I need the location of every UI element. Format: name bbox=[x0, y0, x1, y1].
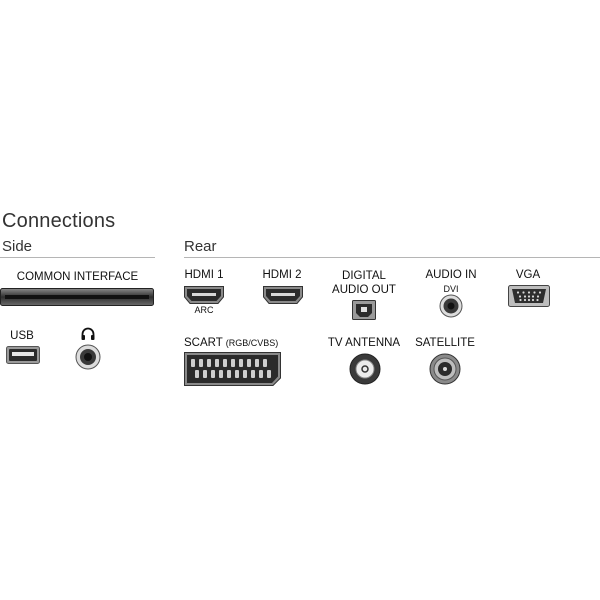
page-title: Connections bbox=[2, 210, 116, 232]
common-interface-slot bbox=[0, 288, 154, 306]
digital-audio-out-label: DIGITAL AUDIO OUT bbox=[325, 269, 403, 297]
headphone-jack bbox=[75, 344, 101, 370]
satellite-label: SATELLITE bbox=[415, 337, 475, 349]
common-interface-label: COMMON INTERFACE bbox=[16, 271, 139, 283]
headphones-icon bbox=[80, 326, 96, 347]
side-section-heading: Side bbox=[2, 238, 33, 255]
hdmi2-port bbox=[263, 286, 303, 304]
satellite-port bbox=[429, 353, 461, 385]
hdmi1-port bbox=[184, 286, 224, 304]
rear-divider bbox=[184, 257, 600, 258]
tv-antenna-label: TV ANTENNA bbox=[327, 337, 401, 349]
scart-port bbox=[184, 352, 281, 386]
hdmi2-label: HDMI 2 bbox=[262, 269, 302, 281]
audio-in-jack bbox=[439, 294, 463, 318]
audio-in-dvi-label: DVI bbox=[443, 284, 459, 294]
audio-in-label: AUDIO IN bbox=[425, 269, 477, 281]
optical-audio-port bbox=[352, 300, 376, 320]
hdmi1-label: HDMI 1 bbox=[184, 269, 224, 281]
tv-antenna-port bbox=[349, 353, 381, 385]
usb-label: USB bbox=[10, 330, 34, 342]
side-divider bbox=[0, 257, 155, 258]
vga-port bbox=[508, 285, 550, 307]
scart-label-group: SCART (RGB/CVBS) bbox=[184, 337, 278, 349]
scart-sub-label: (RGB/CVBS) bbox=[225, 338, 279, 348]
usb-port bbox=[6, 346, 40, 364]
hdmi1-arc-label: ARC bbox=[194, 305, 214, 315]
vga-label: VGA bbox=[515, 269, 541, 281]
rear-section-heading: Rear bbox=[184, 238, 217, 255]
digital-audio-out-label-line2: AUDIO OUT bbox=[332, 284, 396, 296]
digital-audio-out-label-line1: DIGITAL bbox=[342, 270, 386, 282]
scart-label: SCART bbox=[184, 337, 223, 349]
